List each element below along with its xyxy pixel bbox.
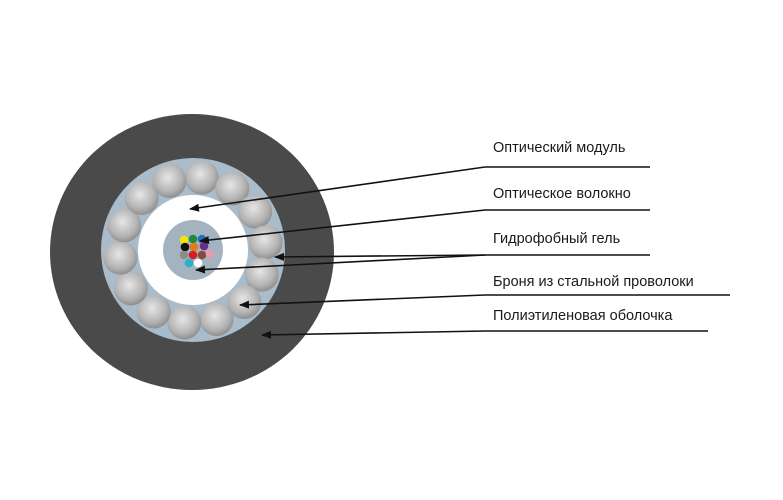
label-optical-fiber: Оптическое волокно xyxy=(493,186,631,202)
leader-sheath xyxy=(261,330,708,339)
steel-wire xyxy=(248,225,283,260)
fiber xyxy=(189,242,199,252)
leader-fiber xyxy=(199,209,650,245)
steel-wire xyxy=(184,160,219,195)
leader-gel-inner xyxy=(195,254,486,274)
label-steel-armor: Броня из стальной проволоки xyxy=(493,274,694,290)
steel-wire xyxy=(199,302,234,337)
fiber xyxy=(193,258,203,268)
steel-wire-armor xyxy=(103,160,283,340)
steel-wire xyxy=(107,208,142,243)
label-optical-module: Оптический модуль xyxy=(493,140,625,156)
fiber xyxy=(197,250,207,260)
steel-wire xyxy=(167,305,202,340)
fiber xyxy=(199,241,209,251)
fiber xyxy=(188,234,198,244)
fiber xyxy=(180,242,190,252)
steel-wire xyxy=(103,240,138,275)
steel-wire xyxy=(215,171,250,206)
steel-wire xyxy=(152,163,187,198)
steel-wire xyxy=(136,294,171,329)
leader-armor xyxy=(239,294,730,309)
fiber xyxy=(184,258,194,268)
steel-wire xyxy=(113,271,148,306)
label-polyethylene-sheath: Полиэтиленовая оболочка xyxy=(493,308,673,324)
steel-wire xyxy=(124,180,159,215)
label-hydrophobic-gel: Гидрофобный гель xyxy=(493,231,620,247)
leader-module xyxy=(189,166,650,212)
fiber xyxy=(188,250,198,260)
fiber xyxy=(179,250,189,260)
fiber xyxy=(205,249,215,259)
fiber xyxy=(179,235,189,245)
steel-wire xyxy=(238,194,273,229)
